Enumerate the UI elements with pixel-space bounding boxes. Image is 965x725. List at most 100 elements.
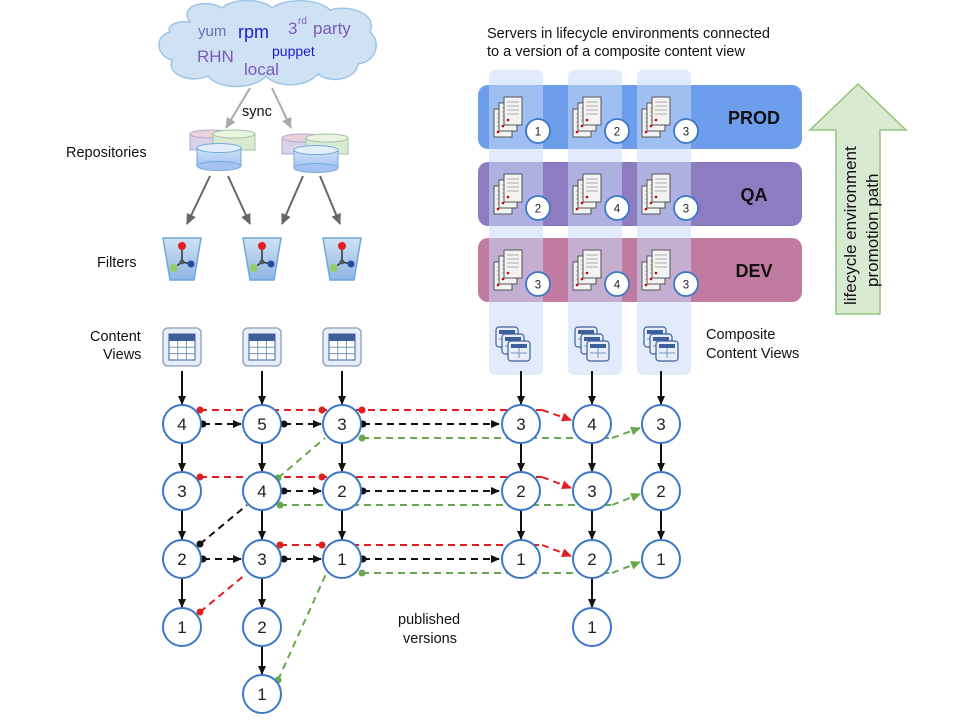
- green-dependency-link: [274, 573, 327, 684]
- repository-group-left: [189, 129, 256, 171]
- composite-column-highlight: [568, 70, 622, 375]
- black-dependency-link: [359, 555, 500, 563]
- filter-icon: [162, 237, 202, 281]
- composite-view-version-node: 2: [572, 539, 612, 579]
- black-dependency-link: [196, 504, 248, 548]
- content-view-version-node: 3: [322, 404, 362, 444]
- filters: [162, 237, 362, 281]
- server-version-number: 3: [683, 127, 689, 139]
- content-view-version-node: 1: [322, 539, 362, 579]
- content-view-version-node: 2: [242, 607, 282, 647]
- content-views-label-line1: Content: [90, 329, 141, 345]
- server-version-number: 4: [614, 280, 621, 292]
- composite-content-view-icon: [643, 326, 679, 362]
- black-dependency-link: [280, 420, 322, 428]
- server-version-number: 4: [614, 204, 621, 216]
- green-dependency-link: [358, 434, 612, 442]
- content-view-version-node: 1: [162, 607, 202, 647]
- server-version-number: 1: [535, 127, 541, 139]
- black-dependency-link: [199, 555, 242, 563]
- server-icon: 2: [572, 96, 630, 144]
- content-view-icon: [242, 327, 282, 367]
- composite-view-version-node: 2: [501, 471, 541, 511]
- server-version-badge: 3: [525, 271, 551, 297]
- composite-content-view-icon: [574, 326, 610, 362]
- content-views-label-line2: Views: [103, 347, 141, 363]
- repo-to-filter-arrows: [186, 175, 341, 225]
- composite-view-version-node: 1: [572, 607, 612, 647]
- version-number: 3: [177, 482, 186, 501]
- server-version-badge: 4: [604, 195, 630, 221]
- content-view-version-node: 2: [162, 539, 202, 579]
- version-number: 3: [516, 415, 525, 434]
- composite-label-line2: Content Views: [706, 346, 799, 362]
- cloud-word-third-party-3: 3: [288, 19, 297, 38]
- composite-view-version-node: 4: [572, 404, 612, 444]
- server-icon: 3: [641, 173, 699, 221]
- version-number: 4: [177, 415, 186, 434]
- content-view-version-node: 2: [322, 471, 362, 511]
- server-version-number: 3: [683, 204, 689, 216]
- composite-content-view-icons: [495, 326, 679, 362]
- env-label-qa: QA: [741, 185, 768, 205]
- version-number: 3: [337, 415, 346, 434]
- server-version-number: 2: [535, 204, 541, 216]
- composite-column-highlight: [489, 70, 543, 375]
- cloud-word-yum: yum: [198, 23, 226, 40]
- version-number: 1: [337, 550, 346, 569]
- content-view-version-node: 4: [162, 404, 202, 444]
- cloud-word-rhn: RHN: [197, 47, 234, 66]
- repository-group-right: [281, 133, 349, 173]
- filters-label: Filters: [97, 255, 136, 271]
- server-version-badge: 3: [673, 271, 699, 297]
- env-label-dev: DEV: [735, 261, 772, 281]
- content-view-icon: [322, 327, 362, 367]
- server-version-number: 3: [535, 280, 541, 292]
- env-label-prod: PROD: [728, 108, 780, 128]
- content-view-icons: [162, 327, 362, 367]
- server-version-badge: 2: [525, 195, 551, 221]
- filter-icon: [242, 237, 282, 281]
- version-number: 1: [516, 550, 525, 569]
- sync-label: sync: [242, 104, 272, 120]
- version-number: 4: [257, 482, 266, 501]
- green-dependency-link: [276, 501, 612, 509]
- filter-icon: [322, 237, 362, 281]
- server-icon: 3: [493, 249, 551, 297]
- cloud-word-puppet: puppet: [272, 43, 315, 59]
- version-number: 3: [257, 550, 266, 569]
- version-number: 2: [257, 618, 266, 637]
- server-icon: 3: [641, 249, 699, 297]
- red-dependency-link: [196, 573, 247, 616]
- repositories-label: Repositories: [66, 145, 147, 161]
- version-links: [178, 371, 665, 684]
- composite-view-version-node: 1: [501, 539, 541, 579]
- content-view-version-node: 4: [242, 471, 282, 511]
- black-dependency-link: [280, 487, 322, 495]
- version-number: 1: [257, 685, 266, 704]
- content-view-version-node: 3: [242, 539, 282, 579]
- content-view-version-node: 3: [162, 471, 202, 511]
- server-version-badge: 3: [673, 118, 699, 144]
- source-cloud: yum rpm 3 rd party RHN puppet local: [158, 0, 377, 88]
- server-icon: 3: [641, 96, 699, 144]
- server-version-badge: 4: [604, 271, 630, 297]
- green-dependency-link: [358, 569, 612, 577]
- black-dependency-link: [280, 555, 322, 563]
- version-number: 4: [587, 415, 596, 434]
- red-dependency-link: [196, 473, 542, 481]
- servers-title-line2: to a version of a composite content view: [487, 44, 745, 60]
- server-icon: 1: [493, 96, 551, 144]
- version-number: 3: [656, 415, 665, 434]
- version-number: 5: [257, 415, 266, 434]
- version-number: 2: [177, 550, 186, 569]
- composite-column-highlight: [637, 70, 691, 375]
- version-number: 2: [587, 550, 596, 569]
- promotion-label-line2: promotion path: [863, 174, 882, 287]
- servers-title-line1: Servers in lifecycle environments connec…: [487, 26, 770, 42]
- version-number: 2: [656, 482, 665, 501]
- composite-view-version-node: 3: [501, 404, 541, 444]
- promotion-label-line1: lifecycle environment: [841, 146, 860, 305]
